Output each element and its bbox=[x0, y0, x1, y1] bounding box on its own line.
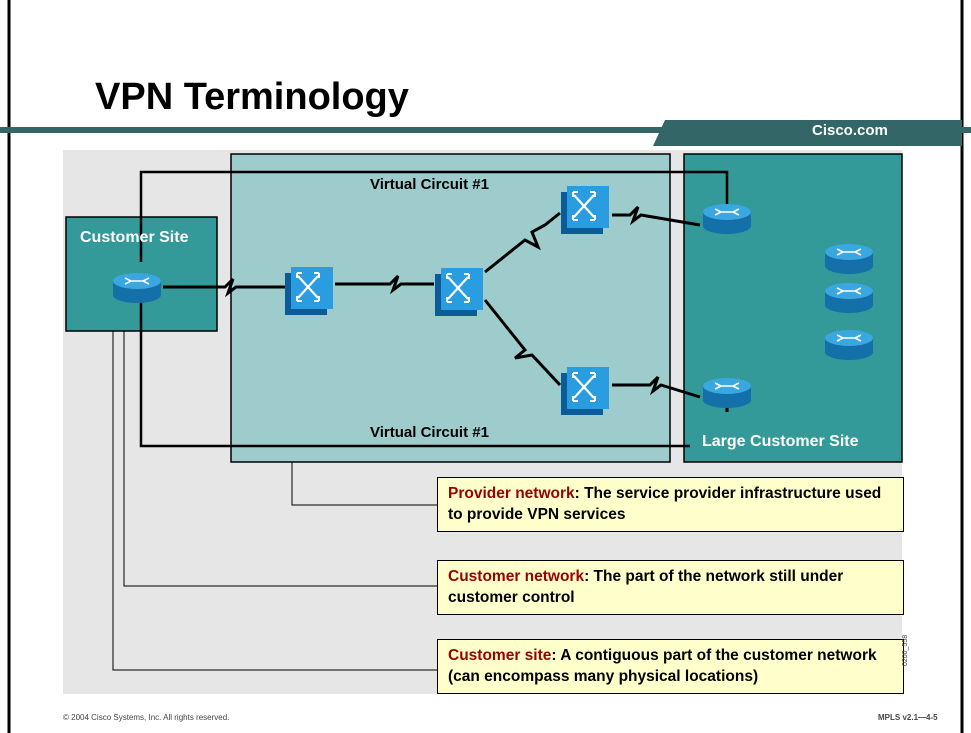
provider-switch-1-icon bbox=[283, 265, 335, 317]
provider-switch-2-icon bbox=[433, 266, 485, 318]
customer-network-leader-line bbox=[123, 331, 437, 587]
callout-customer-site: Customer site: A contiguous part of the … bbox=[437, 639, 904, 694]
callout-text: : The part of the network still under cu… bbox=[448, 568, 844, 606]
callout-term: Customer site bbox=[448, 647, 552, 664]
customer-site-leader-line bbox=[112, 331, 437, 671]
footer-course: MPLS v2.1—4-5 bbox=[878, 713, 938, 722]
virtual-circuit-bottom-line bbox=[139, 290, 690, 448]
customer-router-icon bbox=[112, 272, 162, 304]
virtual-circuit-top-line bbox=[139, 170, 729, 262]
brand-label: Cisco.com bbox=[812, 122, 888, 139]
wan-links bbox=[163, 205, 729, 412]
customer-site-label: Customer Site bbox=[80, 229, 189, 246]
callout-customer-network: Customer network: The part of the networ… bbox=[437, 560, 904, 615]
callout-text: : The service provider infrastructure us… bbox=[448, 485, 882, 523]
large-customer-site-label: Large Customer Site bbox=[702, 433, 859, 450]
provider-switch-3-icon bbox=[559, 184, 611, 236]
brand-tab bbox=[653, 120, 962, 146]
large-site-router-1-icon bbox=[702, 203, 752, 235]
callout-term: Provider network bbox=[448, 485, 575, 502]
virtual-circuit-top-label: Virtual Circuit #1 bbox=[370, 176, 489, 193]
provider-switch-4-icon bbox=[559, 365, 611, 417]
footer-copyright: © 2004 Cisco Systems, Inc. All rights re… bbox=[63, 713, 230, 722]
callout-term: Customer network bbox=[448, 568, 585, 585]
provider-leader-line bbox=[291, 462, 437, 506]
page-title: VPN Terminology bbox=[95, 76, 409, 118]
large-site-router-3-icon bbox=[824, 243, 874, 275]
figure-code: 0200_558 bbox=[902, 634, 909, 666]
title-bar bbox=[0, 127, 971, 133]
virtual-circuit-bottom-label: Virtual Circuit #1 bbox=[370, 424, 489, 441]
large-site-router-2-icon bbox=[702, 377, 752, 409]
large-site-router-5-icon bbox=[824, 329, 874, 361]
callout-text: : A contiguous part of the customer netw… bbox=[448, 647, 877, 685]
large-site-router-4-icon bbox=[824, 282, 874, 314]
callout-provider-network: Provider network: The service provider i… bbox=[437, 477, 904, 532]
